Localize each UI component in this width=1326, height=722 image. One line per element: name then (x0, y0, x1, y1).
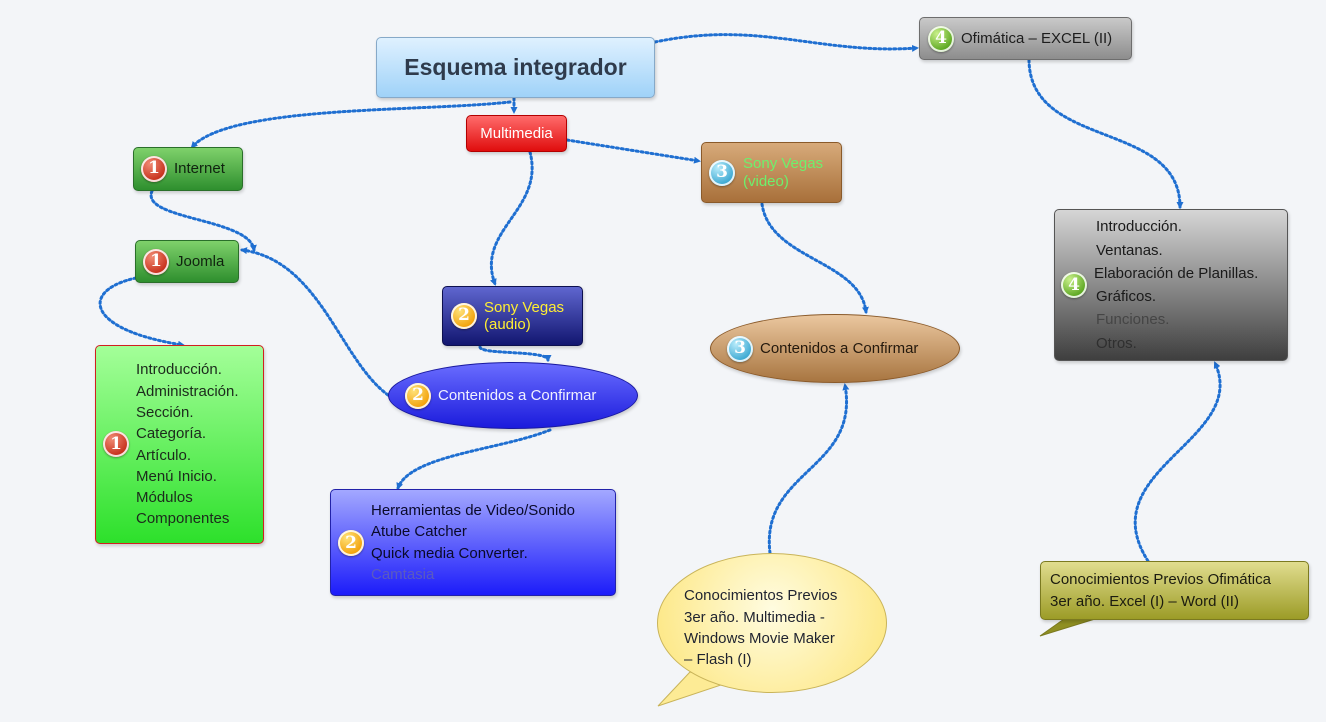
list-item: Funciones. (1096, 311, 1170, 329)
list-item: Otros. (1096, 334, 1137, 352)
connector-audio-contenidos2 (478, 345, 552, 362)
callout-line: – Flash (I) (684, 651, 752, 669)
callout-line: Conocimientos Previos Ofimática (1050, 571, 1271, 589)
priority-2-icon: 2 (405, 383, 431, 409)
connector-contenidos2-joomla (240, 247, 390, 397)
priority-1-icon: 1 (143, 249, 169, 275)
list-item: Quick media Converter. (371, 544, 528, 562)
topic-herramientas[interactable]: 2 Herramientas de Video/Sonido Atube Cat… (330, 489, 616, 596)
connector-multimedia-audio (489, 150, 534, 286)
topic-excel-contents[interactable]: 4 Introducción. Ventanas. Elaboración de… (1054, 209, 1288, 361)
connector-contenidos2-tools (396, 428, 552, 490)
connector-video-contenidos3 (760, 202, 869, 314)
priority-2-icon: 2 (451, 303, 477, 329)
connector-joomla-list (98, 276, 185, 348)
topic-sony-vegas-audio[interactable]: 2 Sony Vegas (audio) (442, 286, 583, 346)
connector-prev-contenidos3 (767, 383, 850, 555)
list-item: Elaboración de Planillas. (1094, 264, 1259, 282)
topic-joomla[interactable]: 1 Joomla (135, 240, 239, 283)
connector-prev-excel-list (1133, 361, 1222, 563)
list-item: Categoría. (136, 425, 207, 443)
list-item: Introducción. (1096, 218, 1182, 236)
priority-2-icon: 2 (338, 530, 364, 556)
callout-line: Conocimientos Previos (684, 587, 838, 605)
callout-line: 3er año. Multimedia - (684, 608, 825, 626)
topic-multimedia-label: Multimedia (480, 124, 553, 142)
priority-3-icon: 3 (709, 160, 735, 186)
list-item: Administración. (136, 382, 239, 400)
list-item: Gráficos. (1096, 288, 1157, 305)
topic-multimedia[interactable]: Multimedia (466, 115, 567, 152)
topic-ofimatica-excel[interactable]: 4 Ofimática – EXCEL (II) (919, 17, 1132, 60)
central-topic[interactable]: Esquema integrador (376, 37, 655, 98)
topic-internet-label: Internet (174, 160, 225, 178)
list-item: Camtasia (371, 565, 435, 583)
callout-conocimientos-multimedia[interactable]: Conocimientos Previos 3er año. Multimedi… (657, 553, 887, 693)
callout-line: Windows Movie Maker (684, 630, 835, 647)
topic-sony-video-line2: (video) (743, 172, 789, 190)
list-item: Artículo. (136, 446, 192, 464)
topic-sony-vegas-video[interactable]: 3 Sony Vegas (video) (701, 142, 842, 203)
priority-4-icon: 4 (1061, 272, 1087, 298)
list-item: Atube Catcher (371, 523, 467, 541)
topic-joomla-contents[interactable]: 1 Introducción. Administración. Sección.… (95, 345, 264, 544)
priority-3-icon: 3 (727, 336, 753, 362)
list-item: Sección. (136, 403, 194, 421)
callout-line: 3er año. Excel (I) – Word (II) (1050, 592, 1239, 610)
topic-contenidos-3[interactable]: 3 Contenidos a Confirmar (710, 314, 960, 383)
list-item: Ventanas. (1096, 241, 1163, 259)
list-item: Herramientas de Video/Sonido (371, 501, 576, 519)
connector-multimedia-video (565, 138, 701, 164)
connector-title-internet (190, 100, 512, 149)
topic-contenidos-3-label: Contenidos a Confirmar (760, 339, 919, 357)
central-topic-label: Esquema integrador (404, 54, 627, 81)
list-item: Introducción. (136, 361, 222, 379)
connector-excel-list (1027, 58, 1184, 209)
topic-contenidos-2[interactable]: 2 Contenidos a Confirmar (388, 362, 638, 429)
callout-tail-ofimatica (1039, 618, 1096, 637)
priority-1-icon: 1 (103, 431, 129, 457)
priority-4-icon: 4 (928, 26, 954, 52)
topic-sony-audio-line1: Sony Vegas (484, 298, 565, 316)
list-item: Módulos (136, 489, 193, 507)
topic-contenidos-2-label: Contenidos a Confirmar (438, 386, 597, 404)
callout-conocimientos-ofimatica[interactable]: Conocimientos Previos Ofimática 3er año.… (1040, 561, 1309, 620)
connector-internet-joomla (149, 189, 257, 252)
priority-1-icon: 1 (141, 156, 167, 182)
topic-sony-audio-line2: (audio) (484, 316, 531, 333)
connector-title-excel (653, 33, 919, 52)
topic-sony-video-line1: Sony Vegas (743, 155, 824, 173)
topic-joomla-label: Joomla (176, 252, 225, 270)
list-item: Componentes (136, 510, 230, 528)
topic-internet[interactable]: 1 Internet (133, 147, 243, 191)
list-item: Menú Inicio. (136, 467, 217, 485)
topic-ofimatica-excel-label: Ofimática – EXCEL (II) (961, 29, 1113, 47)
